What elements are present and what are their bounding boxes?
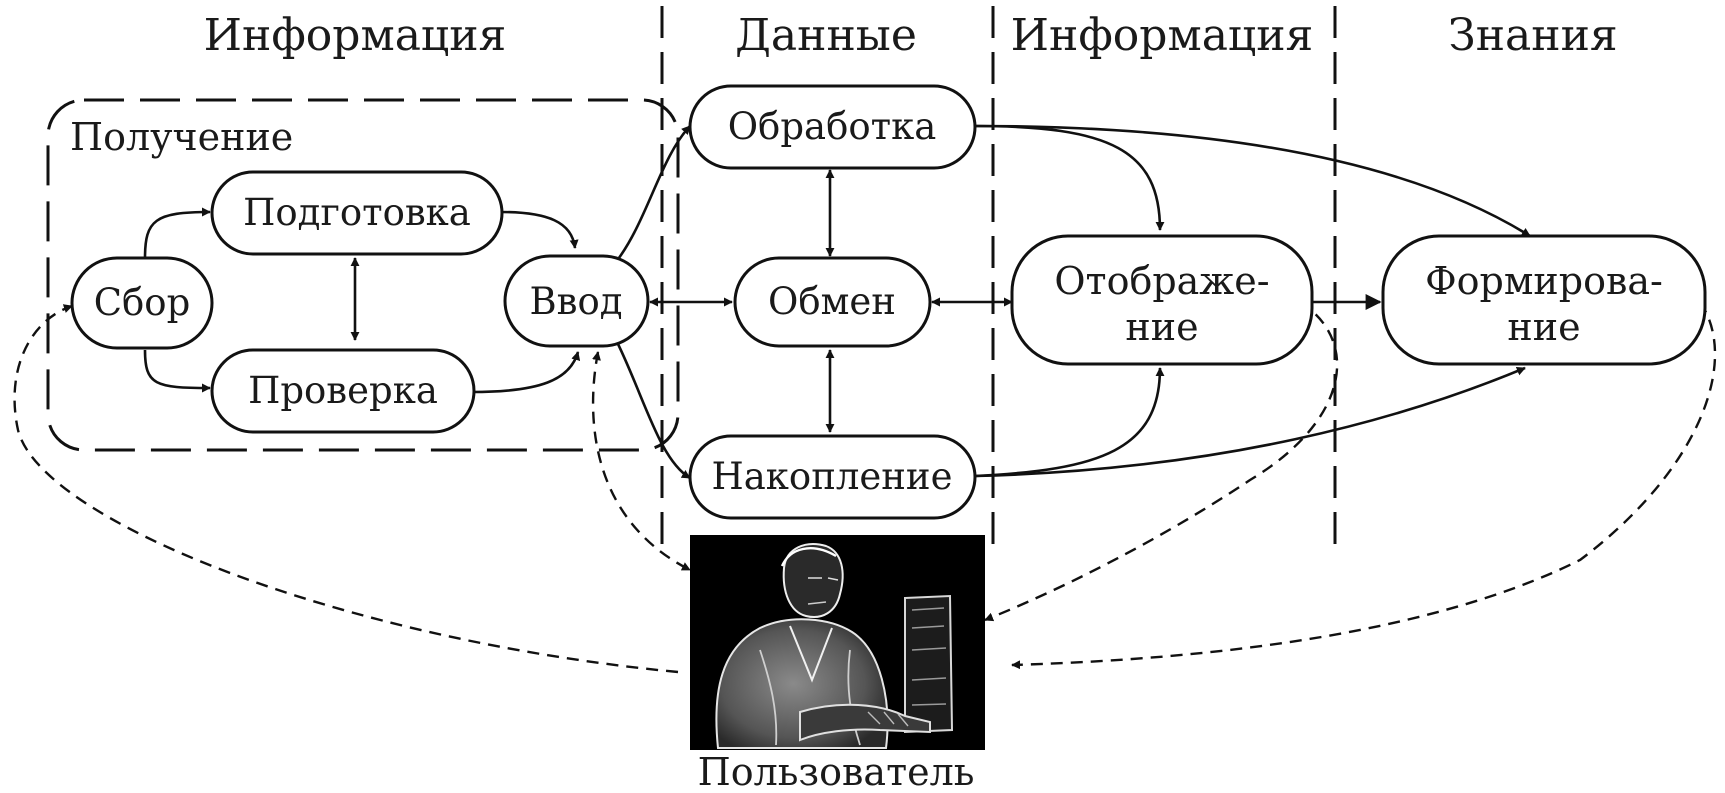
arrow-nakoplenie-otobrazhenie [974, 367, 1165, 478]
node-proverka-label: Проверка [248, 369, 438, 412]
user-label: Пользователь [698, 750, 975, 793]
header-knowledge: Знания [1448, 10, 1617, 61]
group-acquisition [46, 98, 680, 452]
header-data: Данные [735, 10, 917, 61]
arrow-obrabotka-formirovanie [974, 124, 1531, 238]
node-proverka: Проверка [210, 348, 476, 434]
node-nakoplenie-label: Накопление [711, 455, 952, 498]
node-nakoplenie: Накопление [688, 434, 977, 520]
node-otobrazhenie-label-2: ние [1125, 305, 1198, 349]
node-otobrazhenie: Отображе- ние [1010, 234, 1314, 366]
user-at-computer-icon [690, 535, 985, 750]
node-obrabotka-label: Обработка [728, 105, 937, 148]
header-information-left: Информация [204, 10, 507, 61]
node-formirovanie-label-1: Формирова- [1425, 259, 1663, 303]
group-acquisition-label: Получение [70, 115, 293, 159]
node-obmen: Обмен [733, 256, 932, 348]
node-podgotovka: Подготовка [210, 170, 504, 256]
node-formirovanie-label-2: ние [1507, 305, 1580, 349]
dashed-otobrazhenie-user [984, 300, 1339, 622]
dashed-user-vvod [591, 351, 691, 572]
arrow-vvod-obrabotka [614, 125, 691, 263]
node-obrabotka: Обработка [688, 84, 977, 170]
node-podgotovka-label: Подготовка [243, 191, 471, 234]
dashed-user-sbor [13, 304, 679, 674]
arrow-nakoplenie-formirovanie [974, 366, 1526, 478]
node-sbor: Сбор [70, 256, 214, 350]
node-otobrazhenie-label-1: Отображе- [1054, 259, 1269, 303]
node-vvod: Ввод [503, 254, 650, 348]
header-information-right: Информация [1011, 10, 1314, 61]
node-sbor-label: Сбор [94, 281, 191, 324]
arrow-sbor-proverka [143, 349, 211, 393]
dashed-formirovanie-user [1011, 301, 1717, 670]
arrow-sbor-podgotovka [143, 207, 211, 259]
arrow-obrabotka-otobrazhenie [974, 124, 1165, 231]
arrow-podgotovka-vvod [499, 210, 579, 249]
node-obmen-label: Обмен [768, 280, 896, 323]
node-formirovanie: Формирова- ние [1381, 234, 1707, 366]
node-vvod-label: Ввод [529, 280, 622, 323]
arrow-proverka-vvod [471, 351, 581, 394]
